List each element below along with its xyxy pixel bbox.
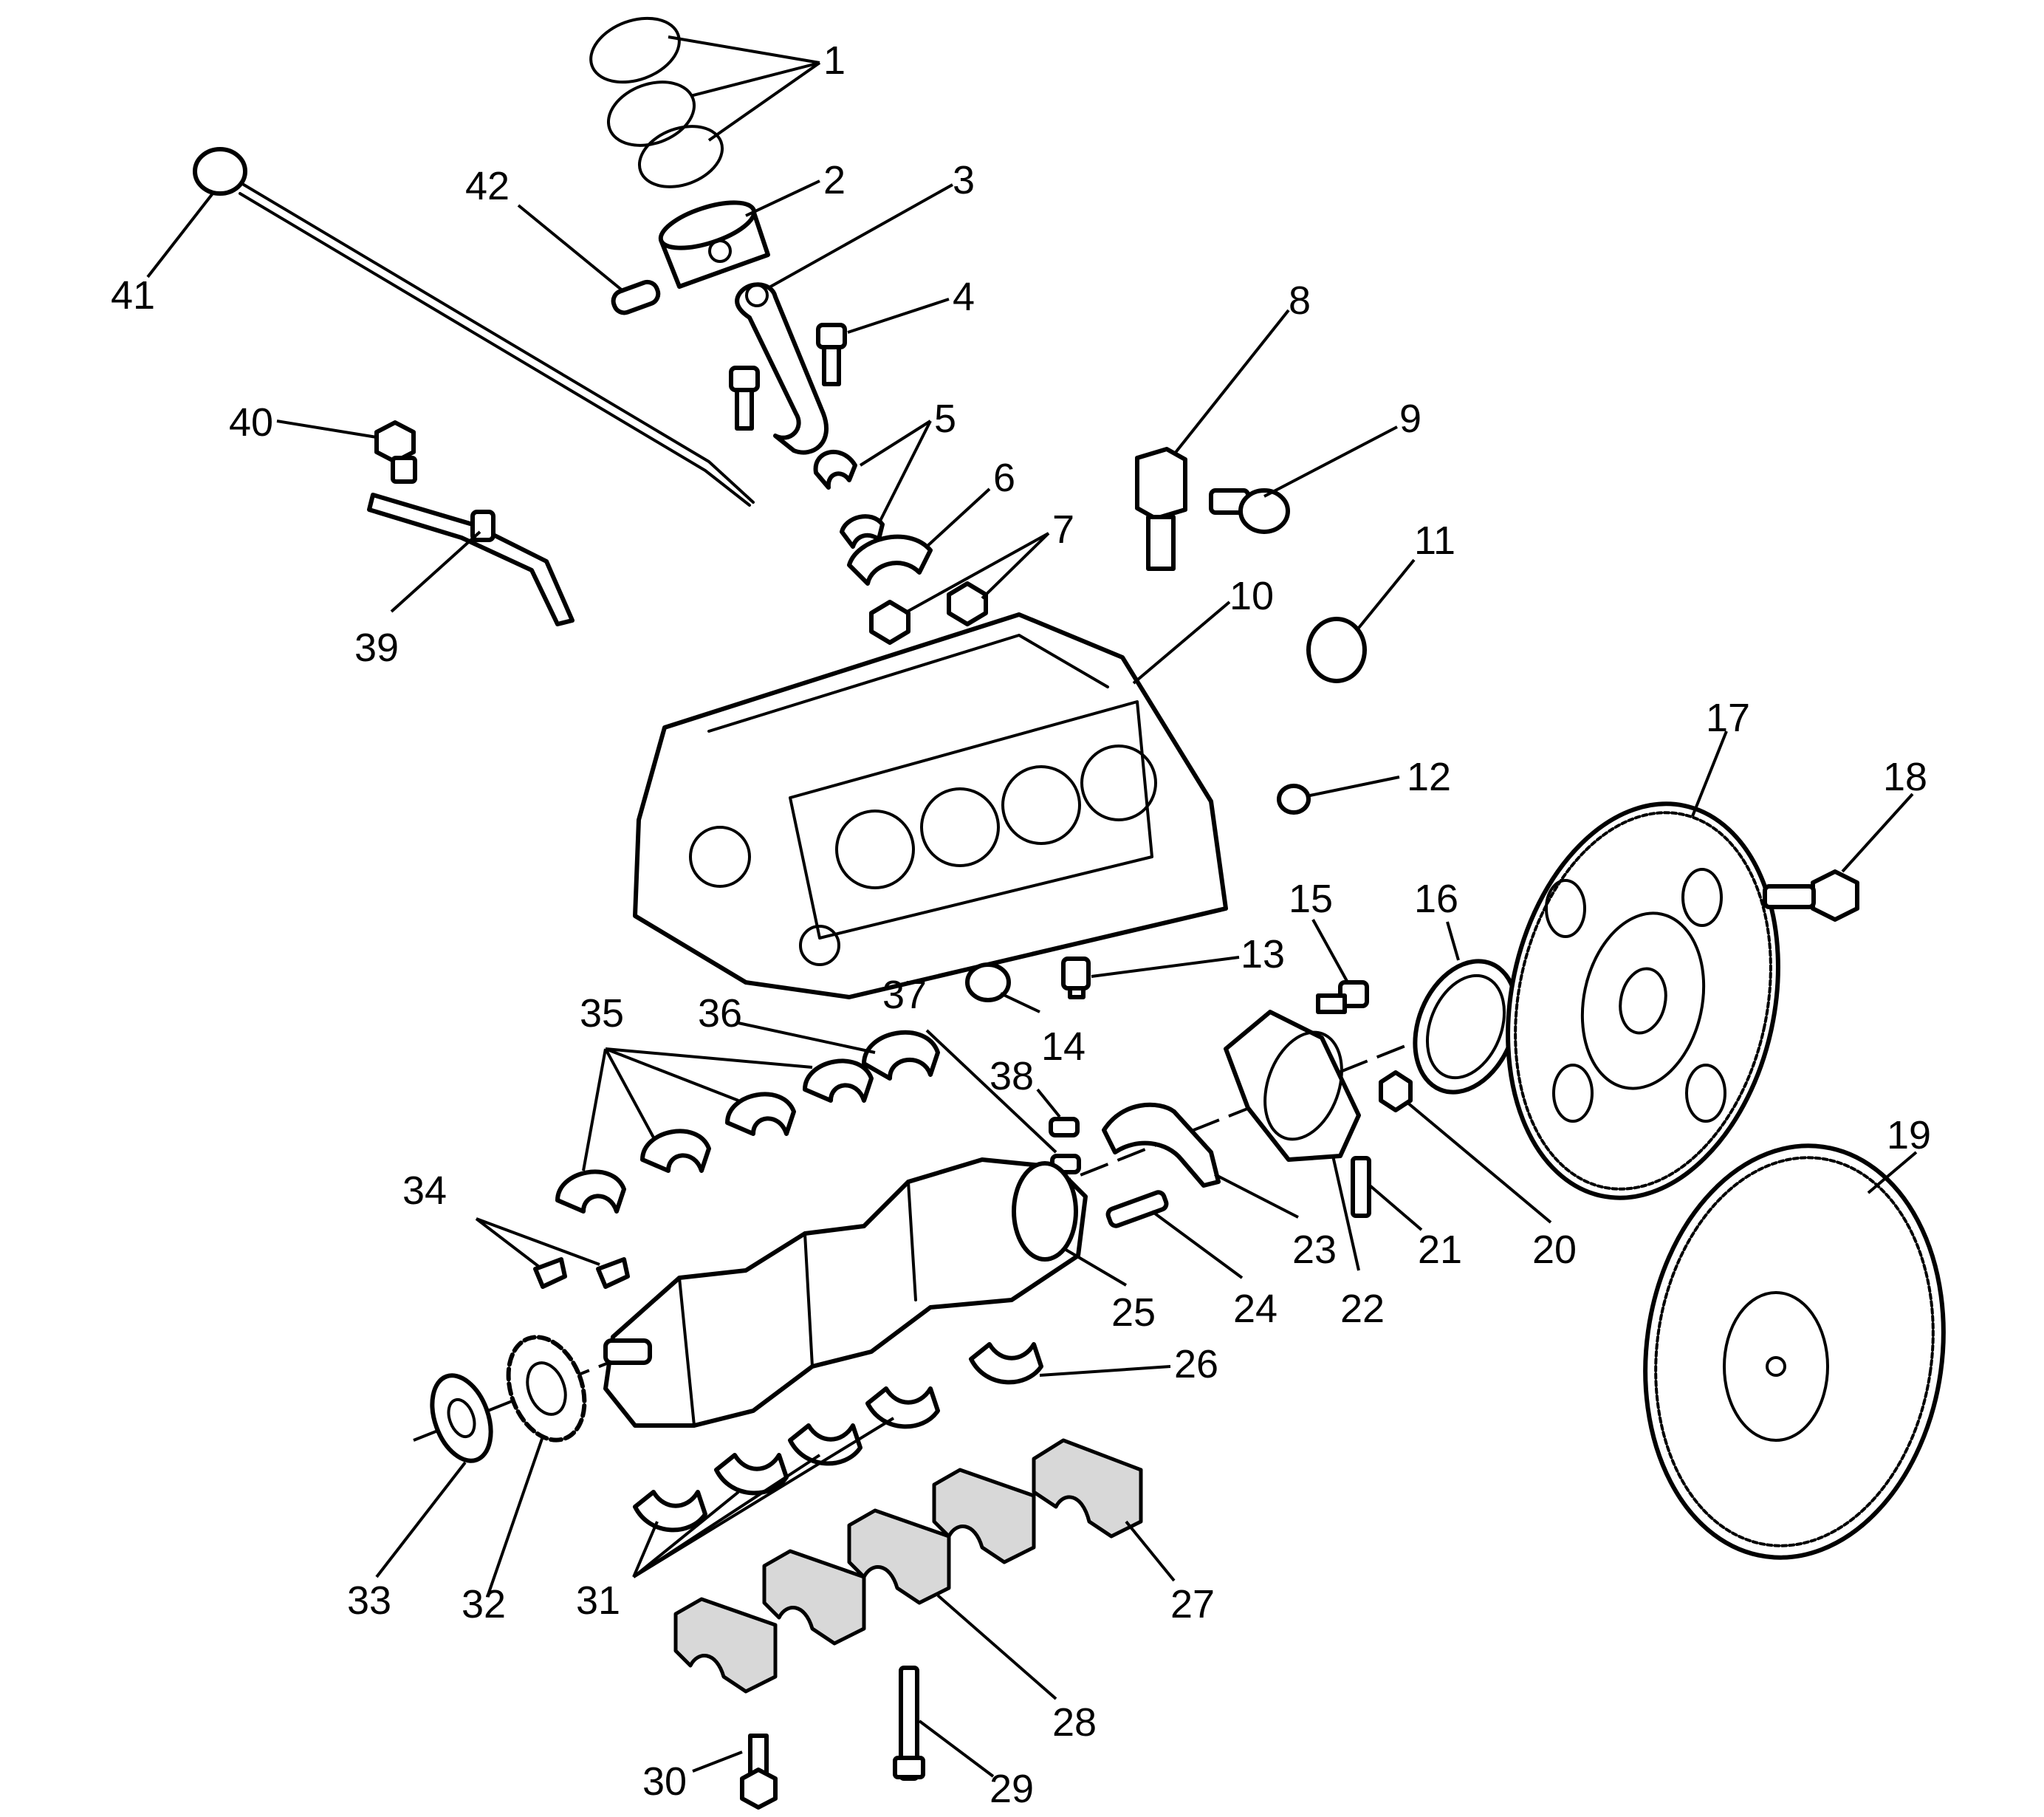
callout-9: 9 <box>1399 397 1421 441</box>
callout-38: 38 <box>990 1054 1034 1098</box>
bushing <box>965 962 1011 1002</box>
rear-seal-housing <box>1224 1010 1361 1162</box>
callout-19: 19 <box>1887 1113 1931 1157</box>
dipstick-tube <box>367 493 575 626</box>
callout-30: 30 <box>642 1759 687 1804</box>
main-cap-bolt <box>740 1734 778 1810</box>
small-plug <box>1277 784 1311 815</box>
rod-bearings <box>813 450 885 549</box>
callout-40: 40 <box>229 400 273 445</box>
nut <box>1379 1070 1413 1112</box>
callout-24: 24 <box>1233 1287 1278 1331</box>
crank-keys <box>533 1257 630 1289</box>
callout-27: 27 <box>1170 1582 1215 1626</box>
fitting <box>1209 488 1290 534</box>
callout-7: 7 <box>1052 507 1074 552</box>
callout-21: 21 <box>1418 1228 1462 1272</box>
oil-pressure-sender <box>1135 447 1187 571</box>
rod-bolts <box>729 323 847 431</box>
callout-6: 6 <box>993 456 1015 500</box>
callout-25: 25 <box>1111 1290 1156 1335</box>
callout-18: 18 <box>1883 755 1927 799</box>
crank-stud <box>1105 1190 1169 1228</box>
callout-4: 4 <box>953 275 975 319</box>
callout-34: 34 <box>402 1168 447 1213</box>
callout-20: 20 <box>1532 1228 1577 1272</box>
callout-29: 29 <box>990 1767 1034 1811</box>
callout-14: 14 <box>1041 1024 1086 1069</box>
callout-36: 36 <box>698 991 742 1036</box>
block-bolt <box>1061 957 1091 999</box>
callout-13: 13 <box>1241 932 1285 976</box>
callout-28: 28 <box>1052 1700 1097 1745</box>
piston <box>658 200 770 289</box>
crank-sprocket <box>506 1335 587 1443</box>
engine-block <box>633 612 1228 999</box>
flywheel <box>1643 1143 1946 1560</box>
callout-32: 32 <box>462 1582 506 1626</box>
housing-bolt <box>1316 980 1369 1014</box>
upper-main-bearings <box>555 1030 940 1214</box>
callout-26: 26 <box>1174 1342 1218 1386</box>
crank-washer <box>430 1373 493 1463</box>
rod-nuts <box>869 581 988 645</box>
callout-41: 41 <box>111 273 155 318</box>
cup-plug <box>1306 617 1367 683</box>
callout-8: 8 <box>1289 278 1311 323</box>
stud <box>1351 1156 1371 1218</box>
rod-cap <box>847 534 933 586</box>
leader-lines <box>146 35 1918 1778</box>
callout-5: 5 <box>934 397 956 441</box>
callout-11: 11 <box>1414 519 1455 563</box>
callout-16: 16 <box>1414 877 1458 921</box>
main-caps <box>673 1438 1143 1694</box>
callout-33: 33 <box>347 1578 391 1623</box>
callout-numbers: 1 2 3 4 5 6 7 8 9 10 11 12 13 14 15 16 1… <box>111 38 1931 1811</box>
parts-layer <box>193 16 1946 1810</box>
callout-37: 37 <box>882 973 927 1017</box>
callout-10: 10 <box>1230 574 1274 618</box>
main-cap-stud <box>893 1666 925 1781</box>
callout-23: 23 <box>1292 1228 1337 1272</box>
rear-gasket <box>1102 1102 1221 1188</box>
callout-42: 42 <box>465 164 510 208</box>
tube-bolt <box>374 420 417 484</box>
callout-17: 17 <box>1706 696 1750 740</box>
flexplate-bolt <box>1763 869 1859 922</box>
crankshaft <box>603 1157 1088 1428</box>
callout-35: 35 <box>580 991 624 1036</box>
callout-12: 12 <box>1407 755 1451 799</box>
piston-rings <box>589 16 724 188</box>
callout-39: 39 <box>354 626 399 670</box>
callout-3: 3 <box>953 158 975 202</box>
piston-pin <box>611 279 661 315</box>
flexplate <box>1506 801 1780 1200</box>
callout-2: 2 <box>823 158 846 202</box>
callout-15: 15 <box>1289 877 1333 921</box>
dipstick <box>193 147 755 507</box>
callout-22: 22 <box>1340 1287 1385 1331</box>
callout-31: 31 <box>576 1578 620 1623</box>
lower-main-bearings <box>633 1342 1043 1533</box>
callout-1: 1 <box>823 38 846 83</box>
